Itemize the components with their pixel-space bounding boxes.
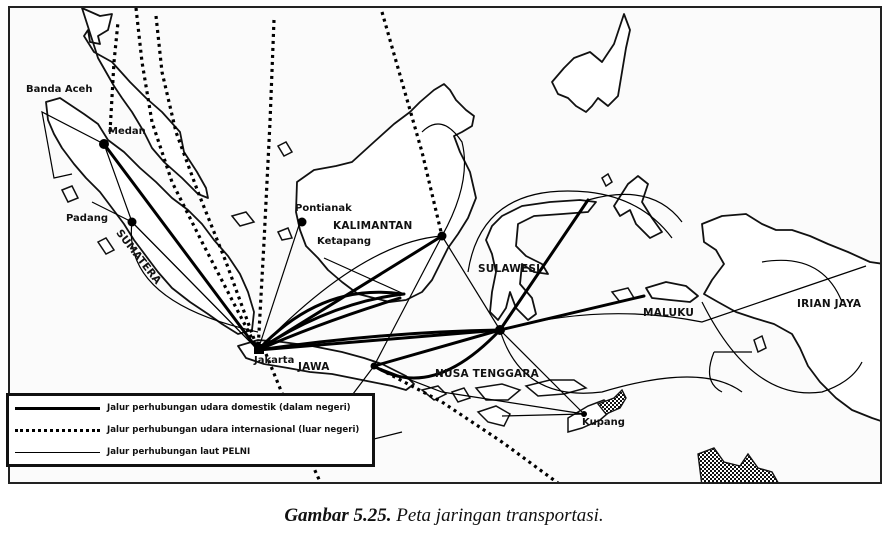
nias-island — [60, 185, 80, 203]
region-label-jawa: JAWA — [298, 361, 330, 373]
kei-island — [753, 334, 767, 354]
region-label-maluku: MALUKU — [643, 307, 695, 319]
sangihe-island — [601, 172, 613, 188]
city-markers — [99, 139, 587, 417]
map-legend: Jalur perhubungan udara domestik (dalam … — [6, 393, 375, 467]
bangka-island — [230, 211, 256, 227]
kalimantan-island — [295, 83, 477, 303]
region-label-sulawesi: SULAWESI — [478, 263, 541, 275]
city-label-medan: Medan — [108, 126, 146, 137]
city-label-jakarta: Jakarta — [254, 355, 295, 366]
figure-caption-text: Peta jaringan transportasi. — [396, 505, 604, 526]
sumba-island — [476, 405, 511, 427]
sumbawa-island — [474, 383, 522, 401]
legend-item-international: Jalur perhubungan udara internasional (l… — [15, 423, 359, 437]
map-canvas — [41, 8, 880, 482]
legend-swatch-thick-line — [15, 406, 100, 410]
sulawesi-island — [485, 199, 597, 321]
city-label-banda-aceh: Banda Aceh — [26, 84, 93, 95]
legend-label-sea: Jalur perhubungan laut PELNI — [107, 447, 251, 457]
papua-island — [701, 213, 880, 422]
region-label-nusa-tenggara: NUSA TENGGARA — [435, 368, 539, 380]
city-label-pontianak: Pontianak — [295, 203, 352, 214]
java-island — [237, 339, 415, 391]
city-label-kupang: Kupang — [582, 417, 625, 428]
figure-caption: Gambar 5.25. Peta jaringan transportasi. — [0, 505, 888, 527]
city-label-padang: Padang — [66, 213, 108, 224]
mindanao-island — [551, 13, 631, 113]
legend-item-domestic: Jalur perhubungan udara domestik (dalam … — [15, 401, 351, 415]
belitung-island — [276, 227, 294, 241]
region-label-irian-jaya: IRIAN JAYA — [797, 298, 862, 310]
figure-number: Gambar 5.25. — [284, 505, 392, 526]
seram-island — [645, 281, 699, 303]
legend-swatch-thin-line — [15, 451, 100, 453]
legend-item-sea: Jalur perhubungan laut PELNI — [15, 445, 250, 459]
natuna-island — [276, 141, 294, 157]
australia-north-hatched — [697, 447, 779, 482]
legend-label-international: Jalur perhubungan udara internasional (l… — [107, 425, 360, 435]
legend-swatch-dotted-line — [15, 428, 100, 432]
malay-peninsula — [81, 8, 209, 199]
legend-label-domestic: Jalur perhubungan udara domestik (dalam … — [107, 403, 351, 413]
city-label-ketapang: Ketapang — [317, 236, 372, 247]
international-air-routes — [108, 8, 560, 482]
timor-leste-hatched — [596, 388, 627, 415]
mentawai-island — [96, 237, 116, 255]
region-label-kalimantan: KALIMANTAN — [333, 220, 413, 232]
